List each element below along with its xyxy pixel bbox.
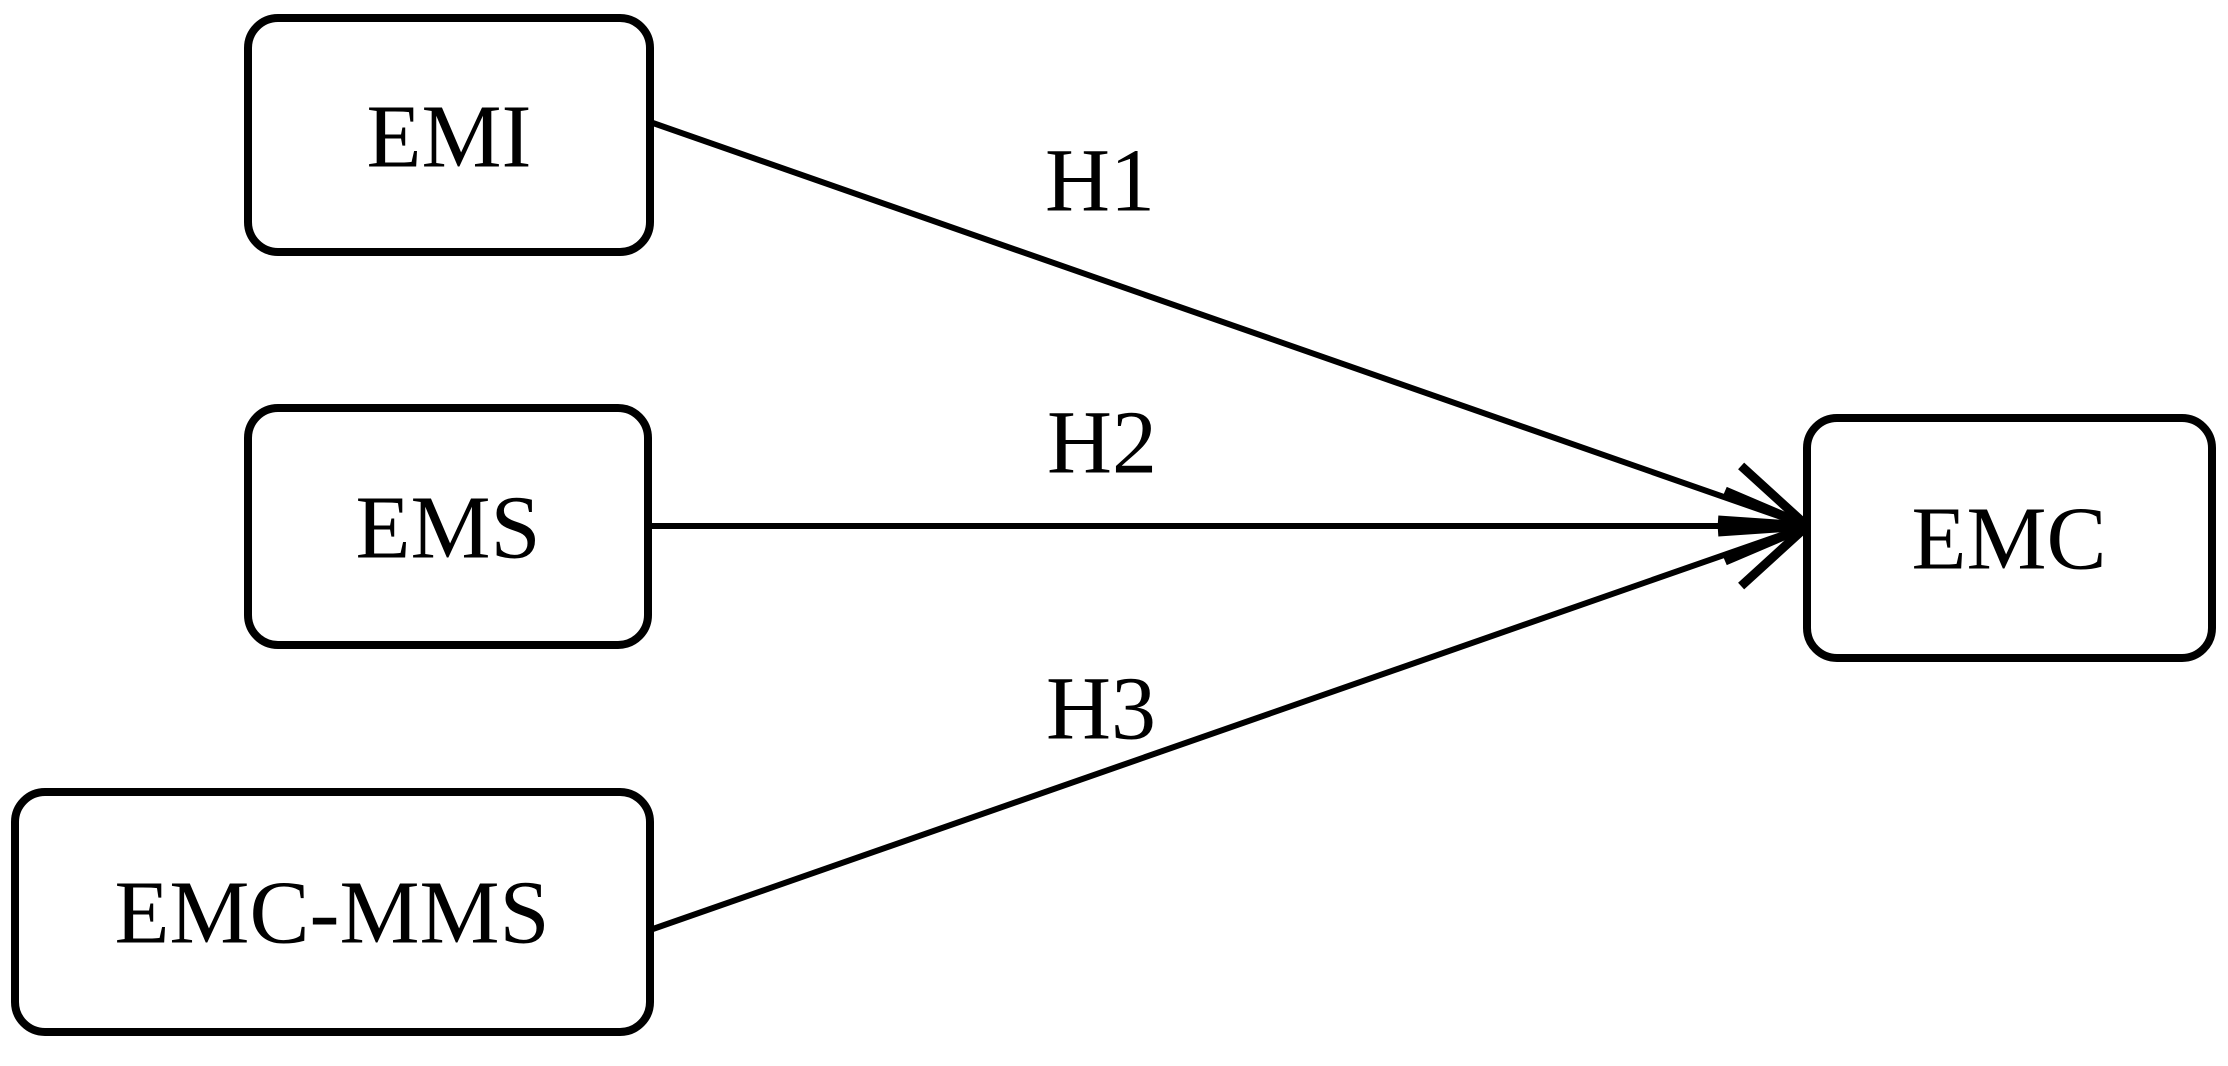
edge-h3-arrow: [649, 515, 1818, 933]
node-emc-mms-label: EMC-MMS: [114, 864, 549, 963]
edge-h3-label: H3: [1046, 660, 1156, 759]
node-emc: EMC: [1803, 414, 2216, 662]
node-emc-mms: EMC-MMS: [11, 788, 654, 1036]
node-emi: EMI: [244, 14, 654, 256]
edge-h1-arrow: [649, 119, 1818, 537]
node-emc-label: EMC: [1911, 490, 2106, 589]
node-ems-box: [244, 404, 652, 649]
node-emi-label: EMI: [367, 88, 532, 187]
node-emc-mms-box: [11, 788, 654, 1036]
edge-h1-label: H1: [1045, 132, 1155, 231]
node-ems: EMS: [244, 404, 652, 649]
node-ems-label: EMS: [355, 479, 540, 578]
node-emc-box: [1803, 414, 2216, 662]
node-emi-box: [244, 14, 654, 256]
edge-h2-label: H2: [1047, 394, 1157, 493]
